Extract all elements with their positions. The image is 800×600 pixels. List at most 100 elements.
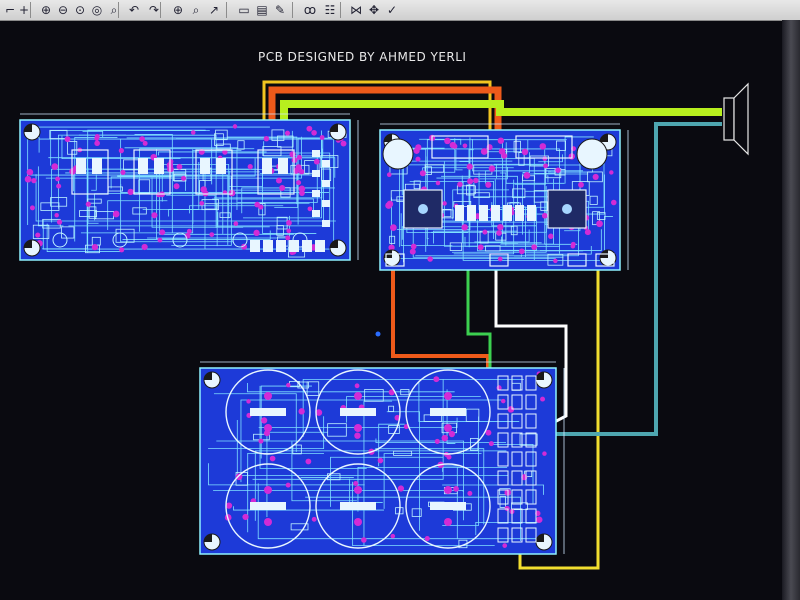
pcb-pad (139, 136, 145, 142)
pcb-pad (390, 533, 396, 539)
relay-pin (278, 158, 288, 174)
pcb-trace (247, 452, 324, 533)
toolbar-separator (30, 2, 31, 18)
wand-icon[interactable]: ↗ (208, 3, 220, 17)
pcb-canvas[interactable]: PCB DESIGNED BY AHMED YERLI (0, 20, 782, 600)
resistor (491, 205, 500, 221)
drc-check-icon[interactable]: ✓ (386, 3, 398, 17)
power-supply-board[interactable] (199, 361, 565, 555)
pcb-pad (173, 183, 180, 190)
pcb-pad (502, 543, 508, 548)
pcb-trace (166, 194, 216, 210)
binoculars-icon[interactable]: ꝏ (303, 3, 317, 17)
document-icon[interactable]: ▤ (256, 3, 268, 17)
pcb-pad (157, 237, 163, 243)
rectifier-pad (525, 451, 537, 467)
netlist-icon[interactable]: ⋈ (350, 3, 362, 17)
component-outline (61, 226, 75, 239)
component-outline (276, 225, 284, 236)
relay-pin (76, 158, 86, 174)
search-icon[interactable]: ⌕ (192, 3, 200, 17)
speaker-body (723, 97, 735, 141)
component-outline (320, 155, 339, 169)
redo-icon[interactable]: ↷ (148, 3, 160, 17)
zoom-fit-icon[interactable]: ⊙ (74, 3, 86, 17)
pcb-pad (264, 392, 272, 400)
pcb-pad (442, 201, 447, 206)
component-outline (215, 129, 228, 141)
pcb-pad (225, 502, 233, 509)
pcb-trace (213, 136, 323, 199)
rectifier-pad (525, 470, 537, 486)
component-outline (499, 496, 506, 508)
pcb-trace (375, 438, 506, 444)
pcb-pad (485, 181, 492, 188)
pcb-pad (441, 434, 449, 442)
pcb-pad (313, 158, 320, 165)
pcb-trace (443, 161, 538, 247)
terminal-pad (595, 253, 615, 267)
move-icon[interactable]: ✥ (368, 3, 380, 17)
toolbar: ⌐+ ⊕ ⊖ ⊙ ◎ ⌕ ↶ ↷ ⊕ ⌕ ↗ ▭ ▤ ✎ ꝏ ☷ ⋈ ✥ ✓ (0, 0, 800, 21)
transistor-hole (562, 204, 572, 214)
resistor (455, 205, 464, 221)
pcb-pad (31, 178, 37, 184)
component-list-icon[interactable]: ☷ (324, 3, 336, 17)
zoom-in-icon[interactable]: + (18, 3, 30, 17)
new-document-icon[interactable]: ▭ (238, 3, 250, 17)
pcb-trace (257, 483, 549, 540)
rectifier-pad (497, 527, 509, 543)
toolbar-separator (226, 2, 227, 18)
component-outline (32, 224, 50, 239)
pcb-trace (35, 174, 336, 222)
pcb-pad (264, 486, 272, 494)
component-outline (442, 208, 452, 218)
rectifier-pad (511, 527, 523, 543)
component-outline (214, 133, 224, 146)
preamp-board[interactable] (19, 113, 359, 261)
pcb-pad (473, 177, 479, 184)
undo-icon[interactable]: ↶ (128, 3, 140, 17)
pcb-pad (531, 244, 538, 250)
zoom-area-icon[interactable]: ⌕ (110, 3, 118, 17)
wire-teal-speaker (552, 122, 722, 436)
pcb-pad (286, 228, 292, 234)
amplifier-board[interactable] (379, 123, 629, 271)
zoom-window-icon[interactable]: ⊕ (40, 3, 52, 17)
pcb-trace (431, 192, 547, 233)
component-outline (449, 242, 463, 251)
component-outline (424, 164, 445, 173)
pcb-pad (85, 201, 91, 207)
rectifier-pad (511, 375, 523, 391)
pcb-pad (263, 135, 270, 142)
pcb-trace (547, 175, 549, 183)
zoom-previous-icon[interactable]: ◎ (91, 3, 103, 17)
pcb-pad (258, 438, 264, 444)
pcb-pad (497, 256, 503, 262)
component-outline (258, 203, 266, 216)
rectifier-pad (497, 451, 509, 467)
pcb-trace (233, 506, 385, 511)
pcb-pad (377, 457, 384, 464)
connector-pin (263, 240, 273, 252)
pcb-trace (433, 230, 518, 244)
pcb-trace (216, 202, 310, 247)
select-tool-icon[interactable]: ⌐ (4, 3, 16, 17)
pcb-pad (433, 376, 440, 383)
pcb-pad (541, 212, 548, 219)
pcb-pad (415, 156, 421, 162)
capacitor-polarity-bar (250, 502, 286, 510)
pcb-pad (264, 424, 272, 432)
pcb-pad (449, 141, 457, 149)
component-outline (290, 523, 309, 531)
edit-document-icon[interactable]: ✎ (274, 3, 286, 17)
pcb-trace (400, 213, 453, 247)
pcb-layout[interactable] (0, 20, 782, 600)
zoom-out-icon[interactable]: ⊖ (57, 3, 69, 17)
pcb-pad (298, 185, 306, 193)
pcb-pad (444, 486, 452, 494)
speaker[interactable] (723, 82, 749, 156)
zoom-icon[interactable]: ⊕ (172, 3, 184, 17)
component-outline (88, 206, 97, 219)
pcb-pad (397, 485, 405, 492)
